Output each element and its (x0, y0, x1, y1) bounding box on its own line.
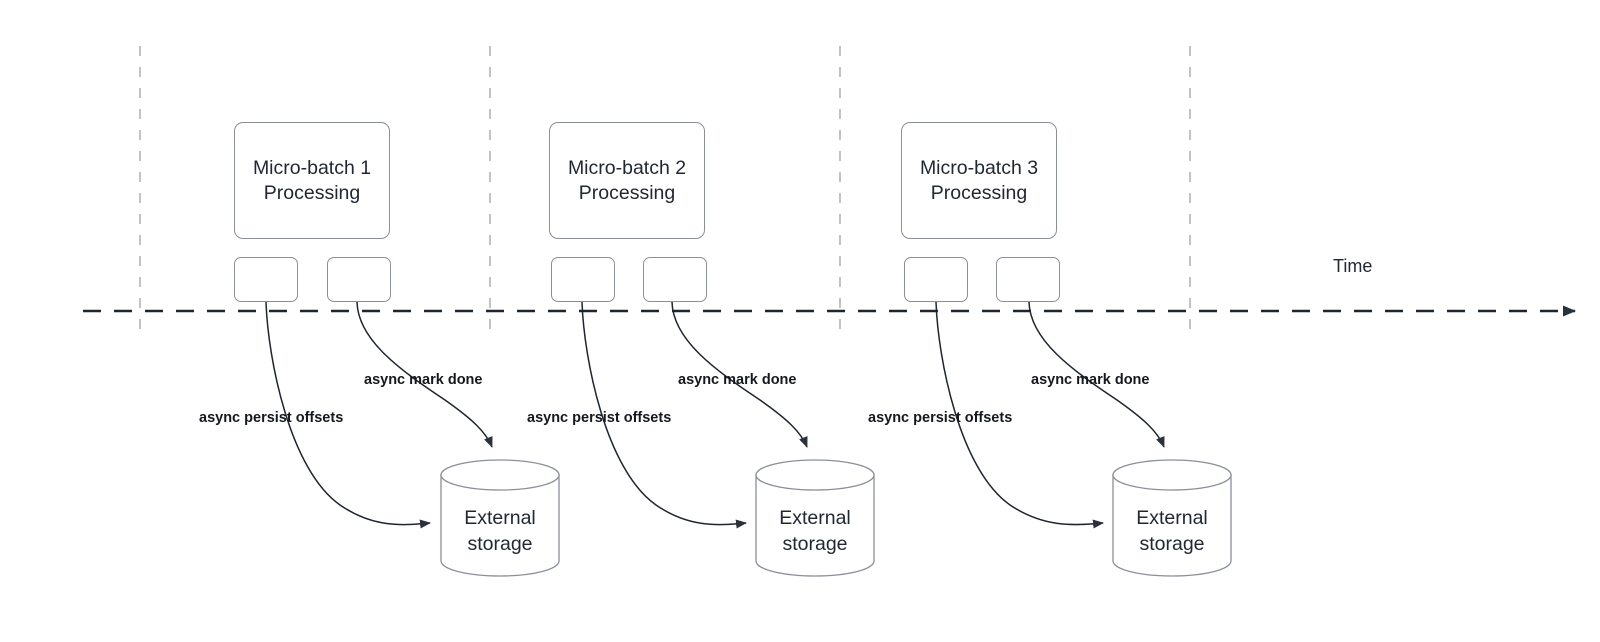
cylinder-top (755, 459, 875, 491)
tick-box-3b[interactable] (996, 257, 1060, 302)
processing-box-label: Micro-batch 3 Processing (919, 156, 1039, 204)
processing-box-2[interactable]: Micro-batch 2 Processing (549, 122, 705, 239)
processing-box-label: Micro-batch 2 Processing (567, 156, 687, 204)
cylinder-body (755, 474, 875, 577)
edge-label-async-persist-offsets-edge-3: async persist offsets (868, 410, 1013, 426)
edge-label-async-persist-offsets-edge-1: async persist offsets (199, 410, 344, 426)
async-persist-offsets-edge-2 (581, 301, 747, 529)
edge-group (265, 301, 1165, 529)
external-storage-label-2: External storage (779, 507, 851, 555)
time-axis-label: Time (1333, 256, 1373, 276)
edge-label-async-mark-done-edge-1: async mark done (364, 372, 483, 388)
cylinder-body (1112, 474, 1232, 577)
processing-box-3[interactable]: Micro-batch 3 Processing (901, 122, 1057, 239)
tick-box-2b[interactable] (643, 257, 707, 302)
async-mark-done-edge-1 (356, 301, 493, 448)
edge-label-async-mark-done-edge-3: async mark done (1031, 372, 1150, 388)
edge-label-async-mark-done-edge-2: async mark done (678, 372, 797, 388)
tick-box-2a[interactable] (551, 257, 615, 302)
async-persist-offsets-edge-3 (935, 301, 1104, 529)
external-storage-label-3: External storage (1136, 507, 1208, 555)
cylinder-body (440, 474, 560, 577)
tick-box-3a[interactable] (904, 257, 968, 302)
tick-box-1a[interactable] (234, 257, 298, 302)
async-mark-done-edge-2 (671, 301, 808, 448)
cylinder-top (1112, 459, 1232, 491)
external-storage-cylinder-1[interactable] (440, 459, 560, 577)
external-storage-cylinder-2[interactable] (755, 459, 875, 577)
external-storage-label-1: External storage (464, 507, 536, 555)
processing-box-1[interactable]: Micro-batch 1 Processing (234, 122, 390, 239)
edge-label-async-persist-offsets-edge-2: async persist offsets (527, 410, 672, 426)
divider-group (139, 46, 1191, 340)
cylinder-group (440, 459, 1232, 577)
async-mark-done-edge-3 (1028, 301, 1165, 448)
tick-box-1b[interactable] (327, 257, 391, 302)
async-persist-offsets-edge-1 (265, 301, 431, 529)
external-storage-cylinder-3[interactable] (1112, 459, 1232, 577)
cylinder-top (440, 459, 560, 491)
processing-box-label: Micro-batch 1 Processing (252, 156, 372, 204)
